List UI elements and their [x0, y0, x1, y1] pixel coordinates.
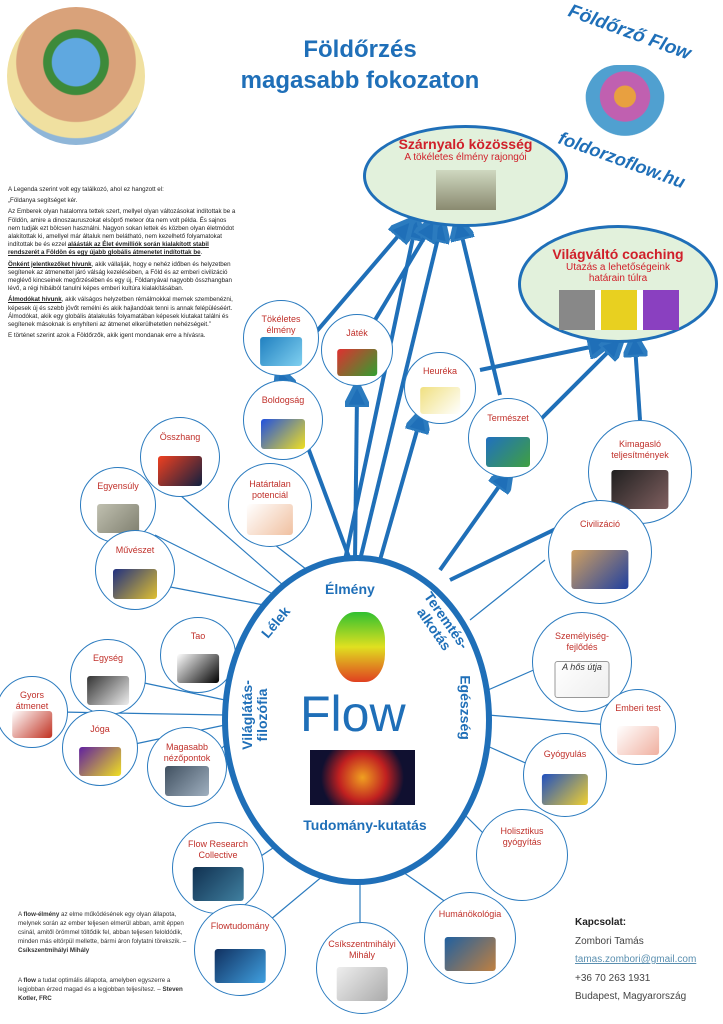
node-term-szet[interactable]: Természet: [468, 398, 548, 478]
section-egeszseg: Egészség: [457, 675, 474, 740]
node-image: [97, 504, 139, 533]
node-gy-gyul-s[interactable]: Gyógyulás: [523, 733, 607, 817]
node-image: [113, 569, 157, 599]
section-vilaglatas-filozofia: Világlátás-filozófia: [239, 680, 270, 750]
node-boldogs-g[interactable]: Boldogság: [243, 380, 323, 460]
flow-main-ellipse: [222, 555, 492, 885]
node-hat-rtalan-potenci-l[interactable]: Határtalan potenciál: [228, 463, 312, 547]
node-label: Jóga: [90, 724, 110, 735]
node-label: Tao: [190, 631, 206, 642]
node-image: [214, 948, 266, 984]
node-image: [260, 337, 302, 366]
node-label: Humánökológia: [438, 909, 502, 920]
node-label: Kimagasló teljesítmények: [611, 439, 669, 461]
node-image: [177, 654, 219, 683]
node-label: Holisztikus gyógyítás: [500, 826, 544, 848]
node-label: Flowtudomány: [210, 921, 270, 932]
node-image: [246, 503, 294, 536]
node-label: Határtalan potenciál: [249, 478, 291, 500]
node-j-ga[interactable]: Jóga: [62, 710, 138, 786]
contact-block: Kapcsolat: Zombori Tamás tamas.zombori@g…: [575, 917, 697, 1002]
node-image: [496, 853, 548, 889]
node-image: [541, 773, 589, 806]
email-link[interactable]: tamas.zombori@gmail.com: [575, 954, 697, 965]
node-image: [158, 456, 202, 486]
node-label: Heuréka: [422, 365, 458, 376]
node-gyors-tmenet[interactable]: Gyors átmenet: [0, 676, 68, 748]
quote-kotler: A flow a tudat optimális állapota, amely…: [18, 977, 183, 1002]
node-label: Gyógyulás: [543, 748, 587, 759]
section-elmeny: Élmény: [325, 581, 375, 597]
node-image: [444, 936, 496, 972]
node-label: Természet: [487, 413, 529, 423]
node-image: [337, 349, 377, 377]
node-tao[interactable]: Tao: [160, 617, 236, 693]
node-egys-g[interactable]: Egység: [70, 639, 146, 715]
node-label: Személyiség-fejlődés: [554, 630, 610, 652]
node-image: A hős útja: [554, 660, 610, 698]
node-magasabb-n-z-pontok[interactable]: Magasabb nézőpontok: [147, 727, 227, 807]
node-image: [192, 866, 244, 902]
node-image: [420, 387, 460, 415]
node-image: [617, 726, 659, 755]
node-image: [87, 676, 129, 705]
tree-logo-icon: [585, 65, 665, 155]
brain-image: [310, 750, 415, 805]
earth-in-hands-photo: [7, 7, 145, 145]
node-image: [79, 747, 121, 776]
node-label: Boldogság: [261, 395, 305, 405]
quote-csikszentmihalyi: A flow-élmény az elme működésének egy ol…: [18, 911, 187, 954]
coaching-icons-image: [559, 290, 679, 330]
birds-image: [436, 170, 496, 210]
node-holisztikus-gy-gy-t-s[interactable]: Holisztikus gyógyítás: [476, 809, 568, 901]
node-label: Játék: [346, 327, 368, 338]
node-label: Egyensúly: [97, 481, 139, 492]
node-kimagasl-teljes-tm-nyek[interactable]: Kimagasló teljesítmények: [588, 420, 692, 524]
node-emberi-test[interactable]: Emberi test: [600, 689, 676, 765]
node-image: [486, 437, 530, 467]
node-szem-lyis-g-fejl-d-s[interactable]: Személyiség-fejlődés A hős útja: [532, 612, 632, 712]
node-flowtudom-ny[interactable]: Flowtudomány: [194, 904, 286, 996]
node-label: Civilizáció: [579, 519, 620, 530]
node-label: Magasabb nézőpontok: [163, 742, 211, 763]
spiral-image: [335, 612, 385, 682]
node-cs-kszentmih-lyi-mih-ly[interactable]: Csíkszentmihályi Mihály: [316, 922, 408, 1014]
node-image: [261, 419, 305, 449]
node--sszhang[interactable]: Összhang: [140, 417, 220, 497]
node-image: [12, 711, 52, 739]
node-m-v-szet[interactable]: Művészet: [95, 530, 175, 610]
node-flow-research-collective[interactable]: Flow Research Collective: [172, 822, 264, 914]
node-label: Egység: [92, 653, 124, 664]
node-label: Csíkszentmihályi Mihály: [328, 939, 396, 961]
node-label: Összhang: [159, 432, 201, 442]
node-label: Művészet: [115, 545, 155, 555]
node-label: Emberi test: [615, 703, 661, 714]
node-hum-n-kol-gia[interactable]: Humánökológia: [424, 892, 516, 984]
node-image: [165, 766, 209, 796]
node-image: [611, 470, 669, 510]
section-tudomany-kutatas: Tudomány-kutatás: [303, 817, 427, 833]
node-label: Tökéletes élmény: [261, 314, 301, 336]
node-j-t-k[interactable]: Játék: [321, 314, 393, 386]
node-label: Flow Research Collective: [187, 839, 249, 861]
node-civiliz-ci-[interactable]: Civilizáció: [548, 500, 652, 604]
flow-title: Flow: [300, 686, 406, 742]
node-image: [571, 550, 629, 590]
node-t-k-letes-lm-ny[interactable]: Tökéletes élmény: [243, 300, 319, 376]
node-label: Gyors átmenet: [15, 689, 49, 711]
node-heur-ka[interactable]: Heuréka: [404, 352, 476, 424]
node-image: [336, 966, 388, 1002]
legend-text: A Legenda szerint volt egy találkozó, ah…: [8, 186, 236, 340]
